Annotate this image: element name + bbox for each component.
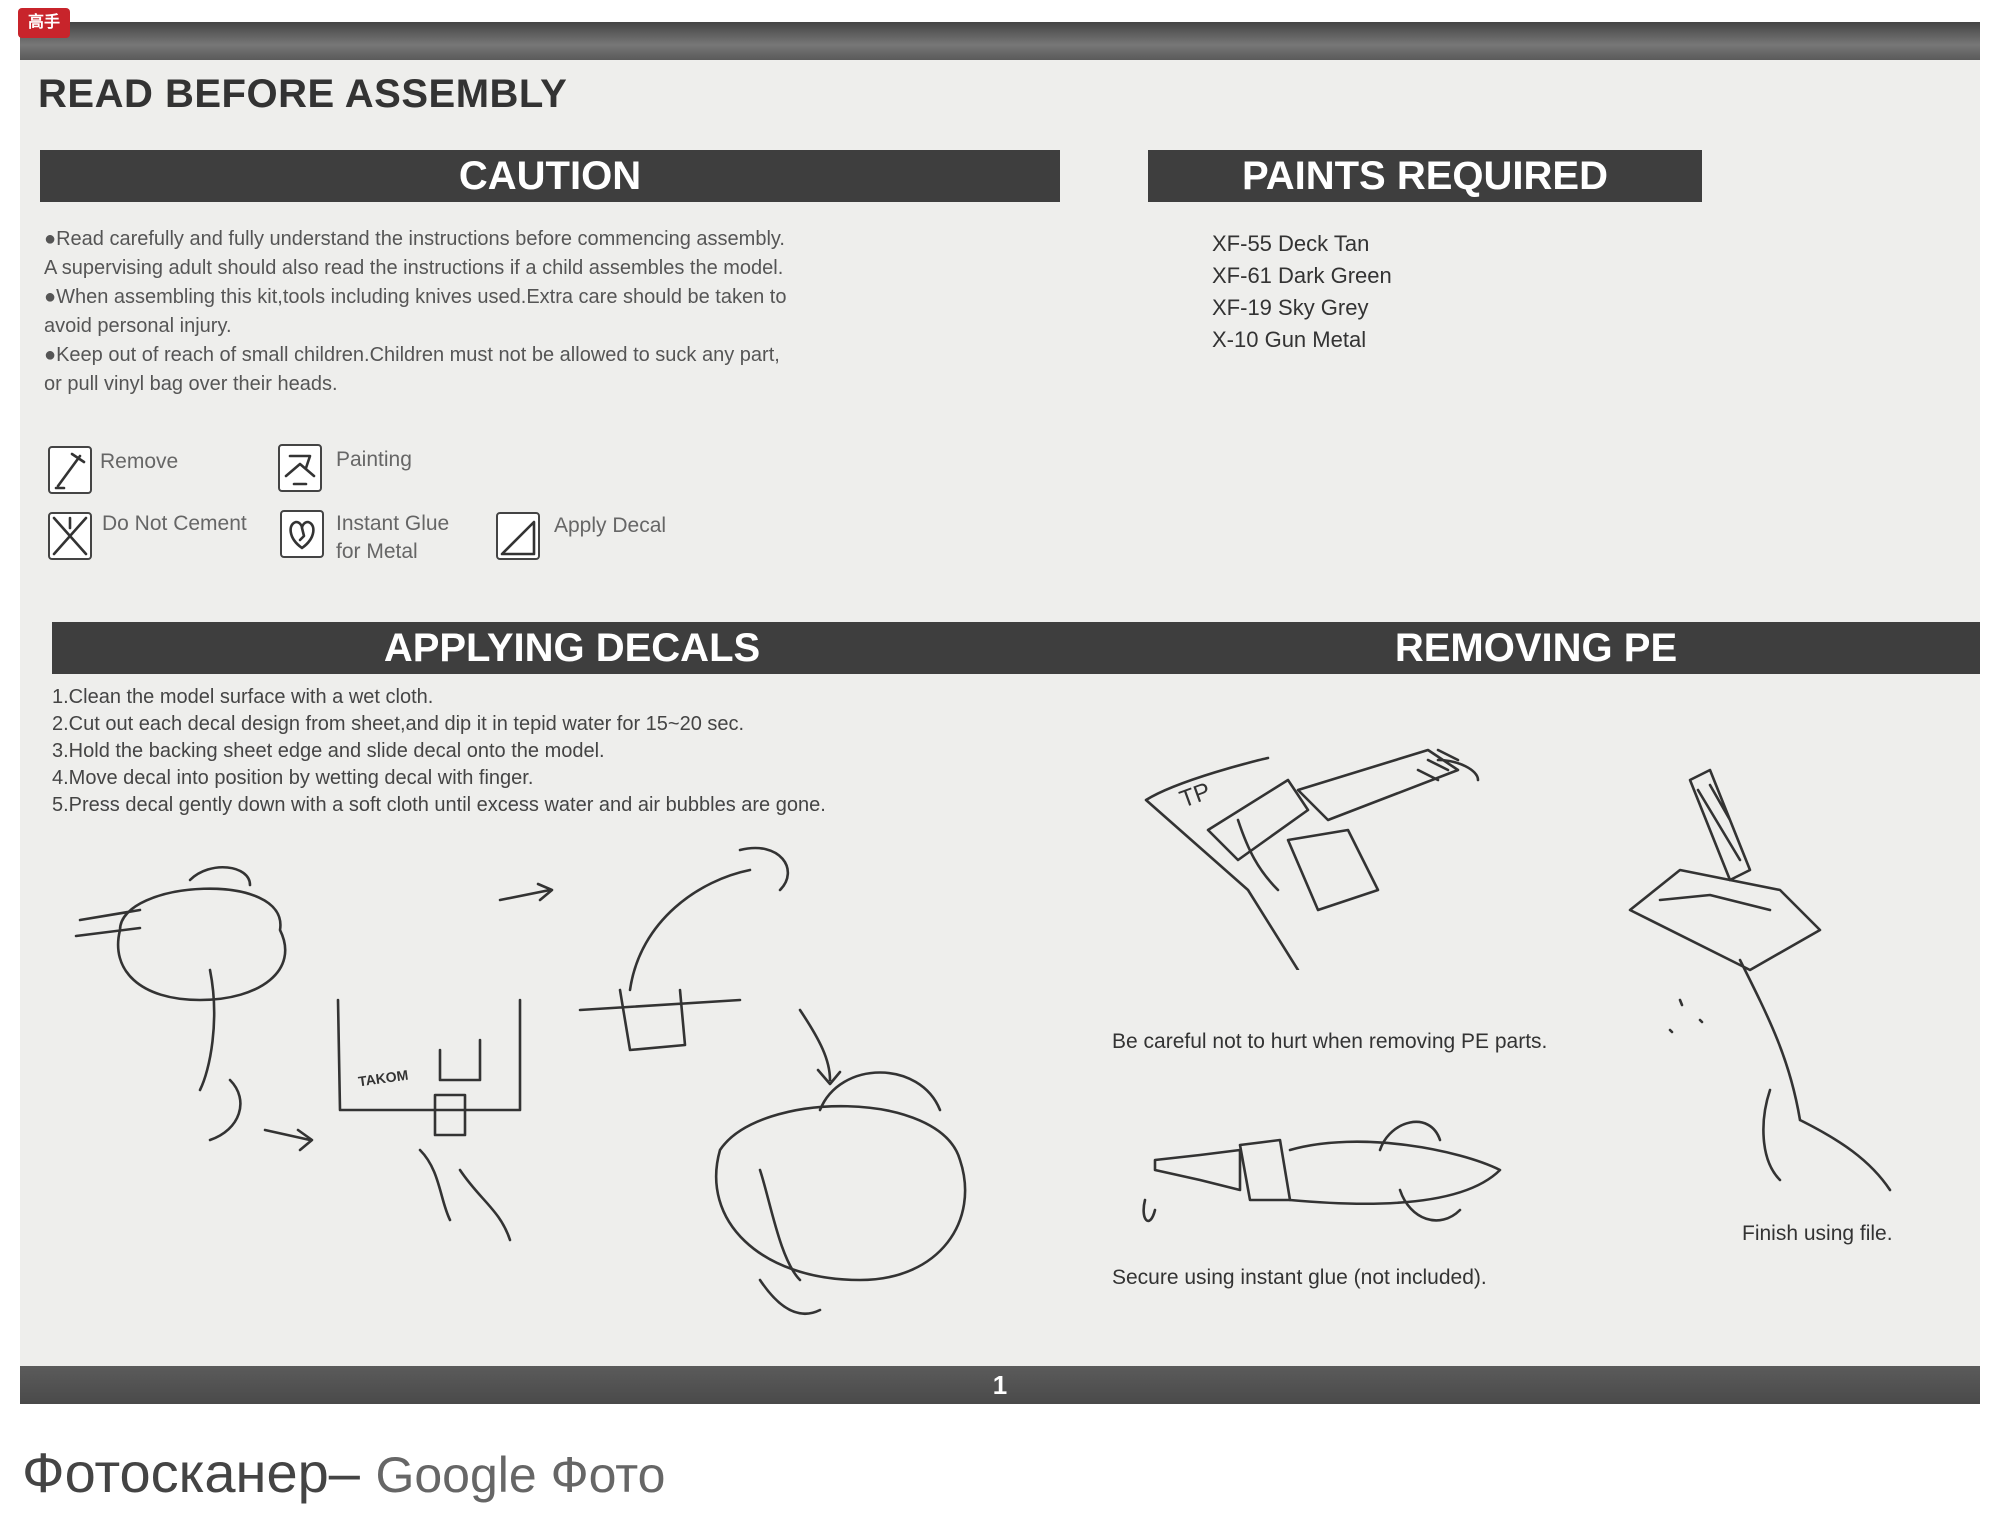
apply-decal-icon [496,512,540,560]
decal-step: 5.Press decal gently down with a soft cl… [52,794,826,816]
pe-file-illustration [1628,768,1892,1192]
footer-separator: – [328,1441,376,1504]
decals-header: APPLYING DECALS [52,622,1092,674]
footer-caption: Фотосканер– Google Фото [22,1440,665,1505]
pe-knife-illustration [1144,748,1480,970]
decal-step: 2.Cut out each decal design from sheet,a… [52,713,745,735]
footer-app-name: Фотосканер [22,1441,329,1504]
decal-step: 4.Move decal into position by wetting de… [52,767,534,789]
paint-item: XF-19 Sky Grey [1212,295,1369,320]
instant-glue-icon [280,510,324,558]
paint-item: X-10 Gun Metal [1212,327,1367,352]
paint-item: XF-61 Dark Green [1212,263,1392,288]
legend-do-not-cement: Do Not Cement [102,512,247,535]
site-logo: 高手 [18,8,70,38]
caption-glue: Secure using instant glue (not included)… [1112,1266,1487,1289]
caution-line: ●Keep out of reach of small children.Chi… [44,344,780,366]
caution-header: CAUTION [40,150,1060,202]
caption-careful: Be careful not to hurt when removing PE … [1112,1030,1548,1053]
paints-header: PAINTS REQUIRED [1148,150,1702,202]
paint-item: XF-55 Deck Tan [1212,231,1370,256]
caption-file: Finish using file. [1742,1222,1893,1245]
painting-icon [278,444,322,492]
legend-instant-glue-line1: Instant Glue [336,512,450,535]
caution-line: or pull vinyl bag over their heads. [44,373,338,395]
caution-line: ●When assembling this kit,tools includin… [44,286,787,308]
page-title: READ BEFORE ASSEMBLY [38,72,568,116]
legend-instant-glue-line2: for Metal [336,540,418,563]
footer-source: Google Фото [375,1447,666,1503]
legend-instant-glue: Instant Glue for Metal [336,510,449,566]
removing-pe-header: REMOVING PE [1092,622,1980,674]
do-not-cement-icon [48,512,92,560]
instruction-page [20,22,1980,1404]
page-number: 1 [992,1370,1008,1400]
decals-steps: 1.Clean the model surface with a wet clo… [52,684,826,819]
legend-painting: Painting [336,448,412,471]
caution-line: avoid personal injury. [44,315,232,337]
bottom-bar [20,1366,1980,1404]
legend-apply-decal: Apply Decal [554,514,667,537]
caution-line: ●Read carefully and fully understand the… [44,228,785,250]
remove-icon [48,446,92,494]
caution-line: A supervising adult should also read the… [44,257,784,279]
decal-step: 1.Clean the model surface with a wet clo… [52,686,434,708]
pe-glue-illustration [1142,1120,1502,1223]
decal-step: 3.Hold the backing sheet edge and slide … [52,740,605,762]
decal-illustration [74,846,967,1316]
caution-text: ●Read carefully and fully understand the… [44,225,1004,399]
top-bar [20,22,1980,60]
paints-list: XF-55 Deck Tan XF-61 Dark Green XF-19 Sk… [1212,228,1392,356]
legend-remove: Remove [100,450,179,473]
